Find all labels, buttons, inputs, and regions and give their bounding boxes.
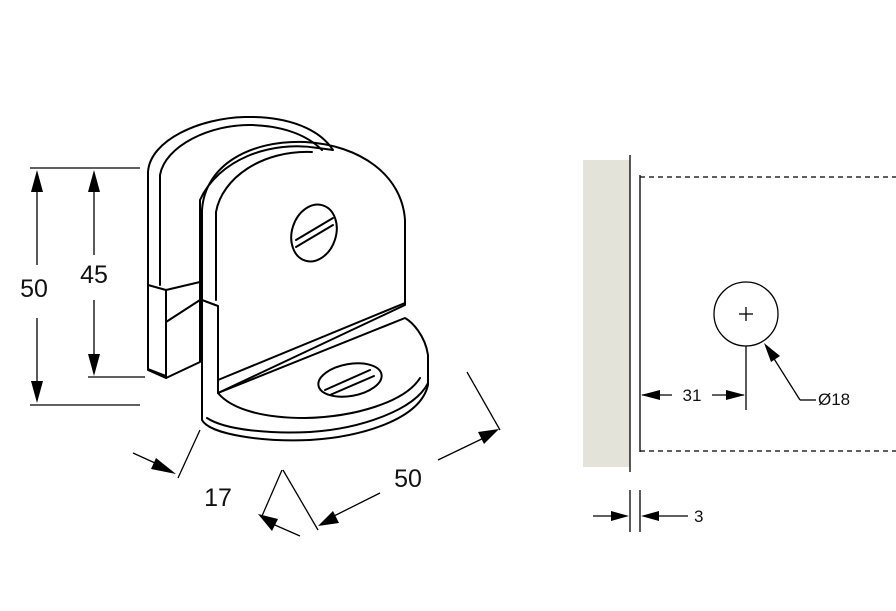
bracket-isometric-view bbox=[147, 115, 429, 442]
dimension-label-width: 50 bbox=[394, 465, 422, 493]
dimension-label-height-inner: 45 bbox=[80, 261, 108, 289]
bracket-back-plate-lower bbox=[147, 284, 167, 377]
dimension-label-hole-diameter: Ø18 bbox=[818, 390, 850, 409]
base-screw bbox=[317, 362, 383, 398]
bracket-base-top-edge bbox=[217, 377, 421, 419]
dimension-height-inner: 45 bbox=[80, 170, 145, 378]
dimension-label-hole-offset: 31 bbox=[683, 386, 702, 405]
bracket-back-plate-lower-side bbox=[165, 281, 201, 379]
mounting-hole bbox=[713, 281, 779, 410]
bracket-front-plate-inner-curve bbox=[215, 150, 313, 301]
bracket-back-plate bbox=[147, 115, 334, 379]
dimension-label-depth: 17 bbox=[204, 484, 232, 512]
upper-screw bbox=[290, 203, 338, 263]
bracket-front-plate bbox=[201, 140, 406, 394]
bracket-base-front-edge bbox=[206, 382, 429, 434]
glass-panel-outline bbox=[640, 176, 896, 452]
dimension-hole-diameter: Ø18 bbox=[764, 343, 850, 409]
dimension-label-height-total: 50 bbox=[20, 275, 48, 303]
dimension-glass-thickness: 3 bbox=[593, 490, 703, 532]
dimension-hole-offset: 31 bbox=[641, 386, 745, 405]
bracket-base-plate bbox=[201, 299, 429, 442]
dimension-height-total: 50 bbox=[20, 167, 140, 406]
dimension-depth: 17 bbox=[132, 429, 301, 537]
dimension-width: 50 bbox=[282, 371, 501, 531]
bracket-back-plate-inner-edge bbox=[159, 123, 323, 286]
mounting-detail-view: 31 Ø18 3 bbox=[583, 155, 896, 532]
dimension-label-glass-thickness: 3 bbox=[694, 507, 703, 526]
wall-section bbox=[583, 160, 630, 467]
bracket-base-inner-line bbox=[217, 302, 406, 381]
